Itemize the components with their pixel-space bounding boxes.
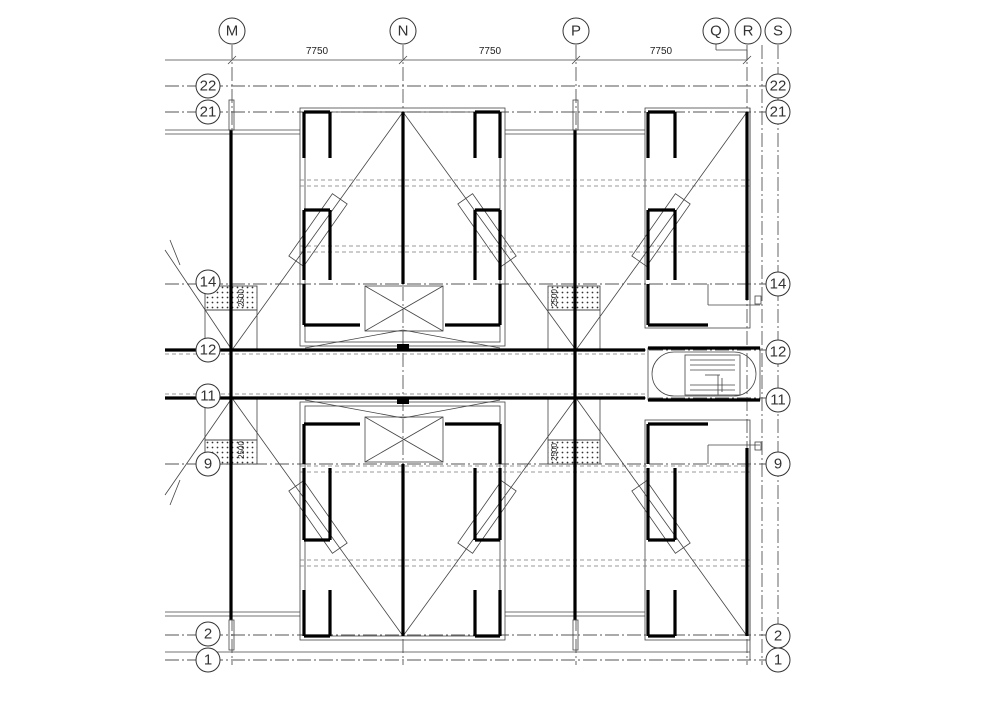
axis-left-9: 9 (204, 456, 212, 473)
axis-right-21: 21 (770, 104, 787, 121)
corridor-openings (304, 285, 501, 463)
diagonal-lines (164, 111, 748, 637)
right-stubs (228, 99, 762, 651)
small-dimension-4: 2500 (550, 443, 559, 461)
rotated-openings (288, 193, 691, 554)
dimension-label-1: 7750 (306, 46, 329, 57)
structural-walls (165, 110, 760, 638)
axis-left-11: 11 (200, 388, 216, 405)
axis-left-2: 2 (204, 626, 212, 643)
axis-label-Q: Q (710, 23, 722, 40)
axis-label-M: M (226, 23, 239, 40)
small-dimension-1: 2500 (237, 289, 246, 307)
hidden-lines (165, 179, 750, 567)
row-axis-bubbles-right: 22 21 14 12 11 9 2 1 (765, 73, 791, 673)
dimension-label-2: 7750 (479, 46, 502, 57)
axis-left-1: 1 (204, 652, 212, 669)
axis-right-2: 2 (774, 628, 782, 645)
axis-left-14: 14 (200, 274, 217, 291)
column-pads: 2500 2500 2500 2500 (204, 285, 601, 465)
dimension-label-3: 7750 (650, 46, 673, 57)
small-dimension-2: 2500 (550, 289, 559, 307)
axis-right-14: 14 (770, 276, 787, 293)
axis-left-21: 21 (200, 104, 217, 121)
row-axis-bubbles-left: 22 21 14 12 11 9 2 1 (195, 73, 221, 673)
axis-left-22: 22 (200, 78, 217, 95)
axis-label-R: R (743, 23, 754, 40)
axis-right-22: 22 (770, 78, 787, 95)
axis-right-1: 1 (774, 652, 782, 669)
row-grid-lines (165, 85, 790, 661)
axis-label-S: S (773, 23, 783, 40)
room-outlines (165, 107, 751, 660)
axis-right-11: 11 (770, 392, 786, 409)
axis-left-12: 12 (200, 342, 217, 359)
column-axis-bubbles: M N P Q R S (218, 17, 792, 45)
staircase (647, 347, 761, 401)
axis-label-P: P (571, 23, 581, 40)
axis-label-N: N (398, 23, 409, 40)
axis-right-12: 12 (770, 344, 787, 361)
dimension-line: 7750 7750 7750 (165, 44, 752, 65)
small-dimension-3: 2500 (237, 441, 246, 459)
axis-right-9: 9 (774, 456, 782, 473)
